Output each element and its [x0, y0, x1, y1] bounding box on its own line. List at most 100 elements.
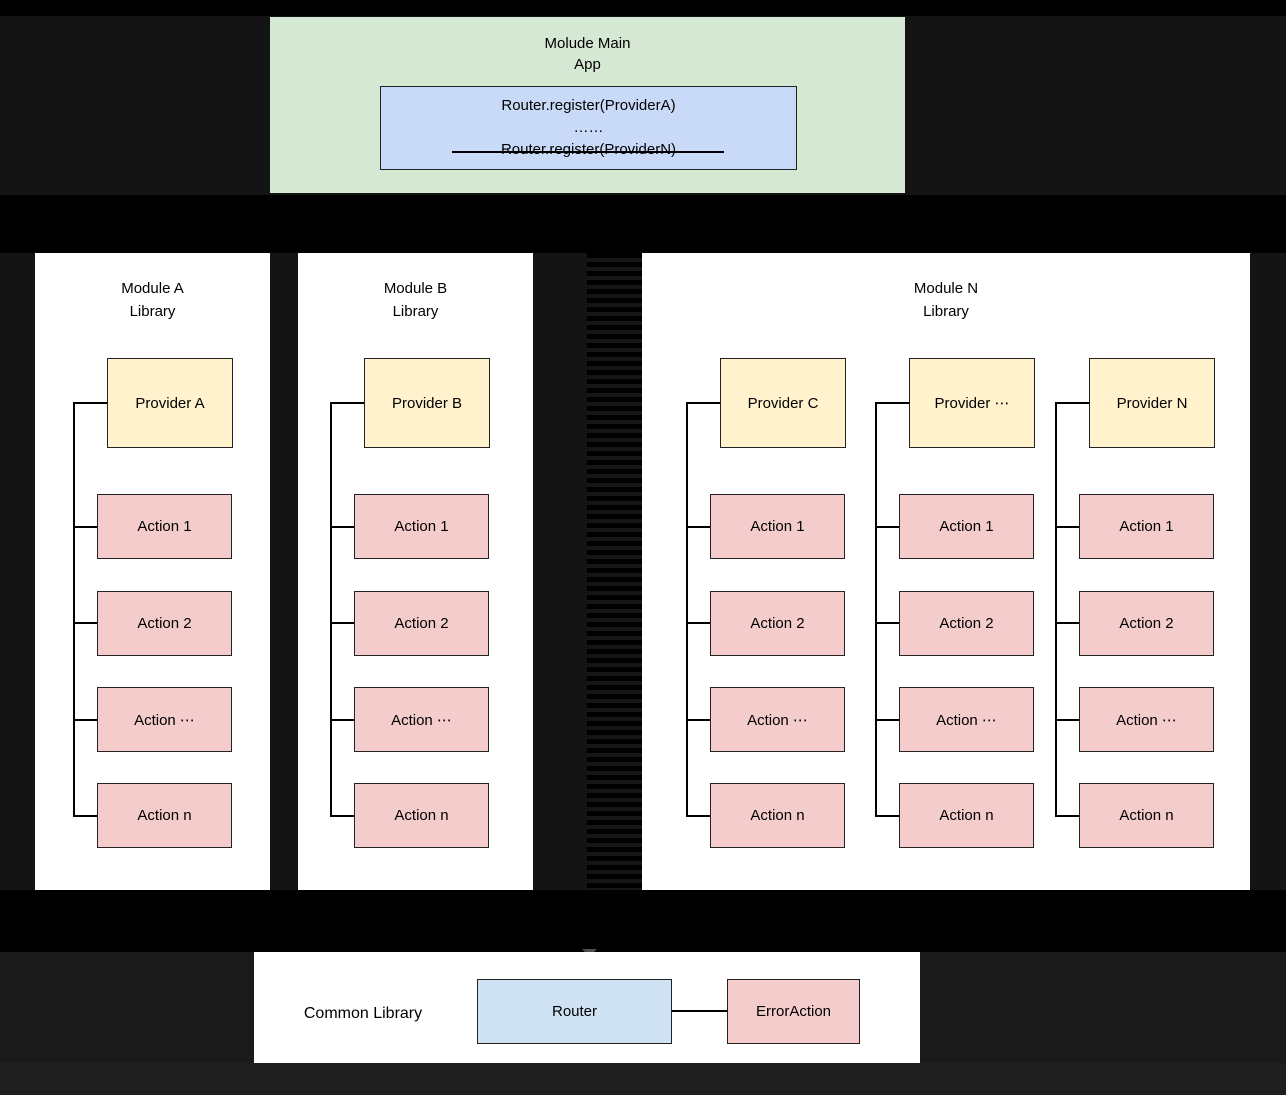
tree-stub	[1055, 622, 1079, 624]
action-box: Action n	[1079, 783, 1214, 848]
black-band-top	[0, 0, 1286, 16]
main-app-box: Molude Main App Router.register(Provider…	[270, 17, 905, 193]
black-band-upper	[0, 195, 1286, 253]
action-box: Action ⋯	[899, 687, 1034, 752]
module-n-title-line1: Module N	[913, 280, 979, 297]
action-label: Action n	[939, 807, 994, 824]
action-box: Action ⋯	[97, 687, 232, 752]
provider-label: Provider B	[391, 394, 463, 412]
tree-stub	[875, 402, 909, 404]
tree-spine	[875, 402, 877, 816]
action-box: Action 2	[354, 591, 489, 656]
register-line-a: Router.register(ProviderA)	[501, 97, 676, 114]
action-label: Action ⋯	[1116, 711, 1177, 729]
action-box: Action 1	[710, 494, 845, 559]
module-b-title-line1: Module B	[383, 280, 448, 297]
tree-stub	[73, 815, 97, 817]
black-band-lower	[0, 890, 1286, 952]
tree-stub	[1055, 719, 1079, 721]
action-box: Action 1	[899, 494, 1034, 559]
provider-ellipsis-tree: Provider ⋯ Action 1 Action 2 Action ⋯ Ac…	[875, 253, 1050, 890]
tree-stub	[330, 622, 354, 624]
action-box: Action 2	[710, 591, 845, 656]
router-register-box: Router.register(ProviderA) …… Router.reg…	[380, 86, 797, 170]
error-action-box: ErrorAction	[727, 979, 860, 1044]
main-app-title: Molude Main App	[270, 33, 905, 75]
tree-stub	[875, 622, 899, 624]
action-label: Action n	[394, 807, 449, 824]
action-label: Action 2	[939, 615, 994, 632]
common-library-box: Common Library Router ErrorAction	[254, 952, 920, 1063]
provider-label: Provider ⋯	[934, 395, 1010, 412]
module-n-library-box: Module N Library Provider C Action 1 Act…	[642, 253, 1250, 890]
provider-n-tree: Provider N Action 1 Action 2 Action ⋯ Ac…	[1055, 253, 1230, 890]
tree-stub	[1055, 815, 1079, 817]
action-box: Action 1	[97, 494, 232, 559]
tree-stub	[1055, 526, 1079, 528]
action-label: Action 2	[394, 615, 449, 632]
module-b-title: Module B Library	[298, 277, 533, 323]
module-a-title-line1: Module A	[121, 280, 184, 297]
provider-a-tree: Provider A Action 1 Action 2 Action ⋯ Ac…	[73, 253, 248, 890]
tree-spine	[1055, 402, 1057, 816]
action-box: Action ⋯	[354, 687, 489, 752]
main-app-title-line2: App	[574, 56, 601, 73]
action-box: Action 1	[1079, 494, 1214, 559]
action-box: Action 1	[354, 494, 489, 559]
tree-stub	[686, 815, 710, 817]
tree-stub	[330, 526, 354, 528]
module-b-title-line2: Library	[392, 303, 439, 320]
tree-spine	[330, 402, 332, 816]
provider-box: Provider A	[107, 358, 233, 448]
tree-stub	[330, 719, 354, 721]
action-label: Action n	[1119, 807, 1174, 824]
register-line-n: Router.register(ProviderN)	[500, 141, 677, 158]
provider-box: Provider N	[1089, 358, 1215, 448]
tree-spine	[73, 402, 75, 816]
action-box: Action n	[899, 783, 1034, 848]
router-box: Router	[477, 979, 672, 1044]
action-label: Action ⋯	[747, 711, 808, 729]
tree-stub	[330, 815, 354, 817]
tree-stub	[686, 526, 710, 528]
common-library-label: Common Library	[303, 1005, 423, 1022]
strikethrough-line	[452, 151, 724, 153]
action-label: Action 2	[1119, 615, 1174, 632]
tree-stub	[1055, 402, 1089, 404]
tree-stub	[73, 719, 97, 721]
action-box: Action 2	[97, 591, 232, 656]
action-label: Action 1	[1119, 518, 1174, 535]
tree-stub	[875, 719, 899, 721]
main-app-title-line1: Molude Main	[544, 35, 631, 52]
tree-stub	[875, 815, 899, 817]
provider-label: Provider N	[1116, 394, 1188, 412]
tree-spine	[686, 402, 688, 816]
router-label: Router	[551, 1003, 598, 1020]
action-box: Action 2	[899, 591, 1034, 656]
provider-box: Provider ⋯	[909, 358, 1035, 448]
action-label: Action 2	[750, 615, 805, 632]
tree-stub	[686, 719, 710, 721]
action-label: Action ⋯	[936, 711, 997, 729]
router-erroraction-connector	[672, 1010, 727, 1012]
provider-b-tree: Provider B Action 1 Action 2 Action ⋯ Ac…	[330, 253, 505, 890]
action-label: Action 1	[394, 518, 449, 535]
action-label: Action ⋯	[134, 711, 195, 729]
action-box: Action n	[710, 783, 845, 848]
tree-stub	[73, 402, 107, 404]
provider-box: Provider C	[720, 358, 846, 448]
module-a-library-box: Module A Library Provider A Action 1 Act…	[35, 253, 270, 890]
provider-label: Provider C	[747, 394, 819, 412]
tree-stub	[73, 526, 97, 528]
action-label: Action 1	[750, 518, 805, 535]
provider-label: Provider A	[135, 394, 205, 412]
module-n-title-line2: Library	[923, 303, 969, 320]
action-box: Action 2	[1079, 591, 1214, 656]
error-action-label: ErrorAction	[755, 1003, 832, 1020]
module-b-library-box: Module B Library Provider B Action 1 Act…	[298, 253, 533, 890]
striped-separator	[587, 253, 642, 890]
action-label: Action n	[137, 807, 192, 824]
action-label: Action 2	[137, 615, 192, 632]
module-a-title-line2: Library	[129, 303, 176, 320]
